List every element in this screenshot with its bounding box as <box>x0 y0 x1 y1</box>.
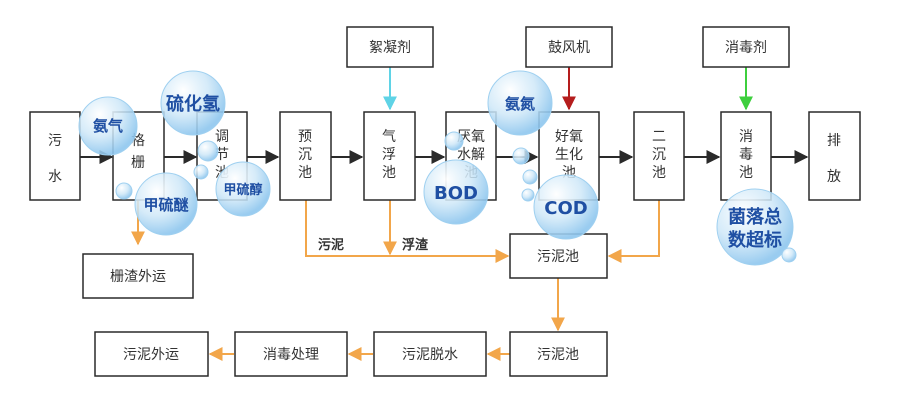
svg-text:污泥外运: 污泥外运 <box>123 347 179 363</box>
svg-text:厌氧: 厌氧 <box>457 129 485 145</box>
svg-text:污泥池: 污泥池 <box>537 347 579 363</box>
box-wushui: 污 水 <box>29 111 81 201</box>
svg-text:沉: 沉 <box>652 147 666 163</box>
box-screenings-out: 栅渣外运 <box>82 253 194 299</box>
svg-text:菌落总: 菌落总 <box>728 206 782 228</box>
svg-text:池: 池 <box>652 165 666 181</box>
bubble-h2s: 硫化氢 <box>160 70 226 136</box>
box-flocculant: 絮凝剂 <box>346 26 434 68</box>
svg-text:好氧: 好氧 <box>555 129 583 145</box>
small-bubble <box>521 188 535 202</box>
box-sludge-tank-1: 污泥池 <box>509 233 608 279</box>
svg-text:消: 消 <box>739 129 753 145</box>
bubble-cod: COD <box>533 174 599 240</box>
svg-text:浮: 浮 <box>382 147 396 163</box>
svg-text:氨气: 氨气 <box>93 117 123 135</box>
svg-text:生化: 生化 <box>555 147 583 163</box>
svg-text:栅: 栅 <box>131 155 145 171</box>
sludge-flow-lines <box>131 200 660 361</box>
bubble-methyl-sulfide: 甲硫醚 <box>134 172 198 236</box>
svg-text:污泥池: 污泥池 <box>537 249 579 265</box>
small-bubble <box>193 164 209 180</box>
small-bubble <box>512 147 530 165</box>
svg-text:预: 预 <box>298 129 312 145</box>
bubble-coliform: 菌落总 数超标 <box>716 188 794 266</box>
arrow-erchen-sludge <box>607 200 660 263</box>
svg-text:鼓风机: 鼓风机 <box>548 40 590 56</box>
pollutant-bubbles: 氨气 硫化氢 甲硫醚 甲硫醇 氨氮 BO <box>78 70 797 266</box>
box-xiaodu: 消 毒 池 <box>720 111 772 201</box>
svg-text:池: 池 <box>739 165 753 181</box>
svg-text:甲硫醚: 甲硫醚 <box>143 196 188 214</box>
svg-text:排: 排 <box>827 133 841 149</box>
svg-text:甲硫醇: 甲硫醇 <box>223 182 262 198</box>
svg-text:消毒处理: 消毒处理 <box>263 347 319 363</box>
box-yuchen: 预 沉 池 <box>279 111 332 201</box>
svg-text:调: 调 <box>215 129 229 145</box>
arrow-yuchen-sludge <box>305 200 510 263</box>
box-qifu: 气 浮 池 <box>363 111 416 201</box>
svg-text:二: 二 <box>652 129 666 145</box>
svg-text:池: 池 <box>298 165 312 181</box>
box-disinfection: 消毒处理 <box>234 331 348 377</box>
svg-text:COD: COD <box>544 198 587 219</box>
svg-text:污: 污 <box>48 133 62 149</box>
svg-text:池: 池 <box>382 165 396 181</box>
bubble-ammonia-nitrogen: 氨氮 <box>487 70 553 136</box>
box-blower: 鼓风机 <box>525 26 613 68</box>
svg-text:污泥脱水: 污泥脱水 <box>402 347 458 363</box>
svg-text:气: 气 <box>382 129 396 145</box>
box-erchen: 二 沉 池 <box>633 111 685 201</box>
box-paifang: 排 放 <box>808 111 861 201</box>
box-sludge-tank-2: 污泥池 <box>509 331 608 377</box>
flow-label-sludge: 污泥 <box>318 237 344 253</box>
svg-text:数超标: 数超标 <box>728 229 782 251</box>
small-bubble <box>115 182 133 200</box>
svg-text:消毒剂: 消毒剂 <box>725 40 767 56</box>
svg-text:水: 水 <box>48 169 62 185</box>
svg-text:BOD: BOD <box>434 183 478 204</box>
bubble-bod: BOD <box>423 159 489 225</box>
small-bubble <box>197 140 219 162</box>
svg-text:放: 放 <box>827 169 841 185</box>
flow-label-scum: 浮渣 <box>402 237 429 253</box>
svg-text:水解: 水解 <box>457 147 485 163</box>
svg-text:沉: 沉 <box>298 147 312 163</box>
small-bubble <box>781 247 797 263</box>
svg-text:絮凝剂: 絮凝剂 <box>369 39 411 56</box>
svg-text:毒: 毒 <box>739 147 753 163</box>
bubble-methyl-mercaptan: 甲硫醇 <box>215 161 271 217</box>
box-sludge-out: 污泥外运 <box>94 331 209 377</box>
box-disinfectant: 消毒剂 <box>702 26 790 68</box>
svg-text:硫化氢: 硫化氢 <box>166 93 220 115</box>
svg-text:氨氮: 氨氮 <box>505 95 535 113</box>
small-bubble <box>444 131 464 151</box>
bubble-ammonia: 氨气 <box>78 96 138 156</box>
small-bubble <box>522 169 538 185</box>
box-dewatering: 污泥脱水 <box>373 331 487 377</box>
svg-text:栅渣外运: 栅渣外运 <box>110 269 166 285</box>
